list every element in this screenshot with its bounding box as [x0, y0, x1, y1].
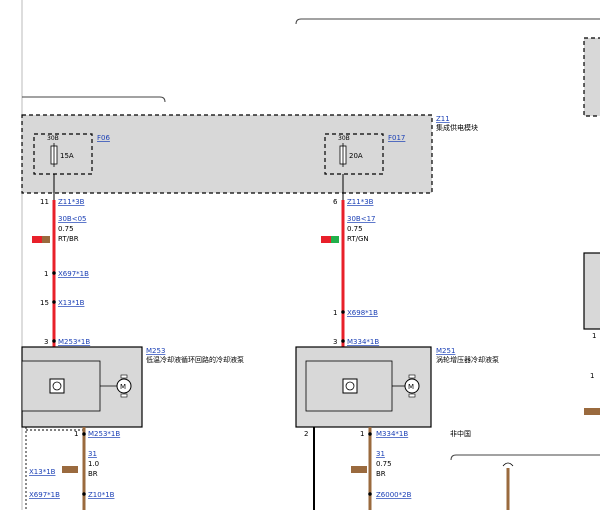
left-ground-swatch — [62, 466, 78, 473]
right-ground-code[interactable]: 31 — [376, 450, 385, 458]
left-out-pin: 1 — [74, 430, 78, 438]
svg-text:M: M — [120, 383, 126, 391]
left-component-id[interactable]: M253 — [146, 347, 165, 355]
right-ground-gauge: 0.75 — [376, 460, 392, 468]
right-ground-swatch — [351, 466, 367, 473]
module-name: 集成供电模块 — [436, 123, 478, 132]
right-color-code: RT/GN — [347, 235, 369, 243]
right-out-pin-b: 1 — [360, 430, 364, 438]
right-component-name: 涡轮增压器冷却液泵 — [436, 355, 499, 364]
right-ground-color: BR — [376, 470, 386, 478]
right-c3-pin: 3 — [333, 338, 337, 346]
right-wire-code[interactable]: 30B<17 — [347, 215, 375, 223]
fuse-f06-id[interactable]: F06 — [97, 134, 110, 142]
left-c1-pin: 1 — [44, 270, 48, 278]
fuse-f06-rating: 15A — [60, 152, 74, 160]
partial-component-edge — [583, 252, 600, 330]
right-ground-connector[interactable]: Z6000*2B — [376, 491, 412, 499]
region-note: 非中国 — [450, 429, 471, 438]
left-out-connector[interactable]: M253*1B — [88, 430, 120, 438]
right-out-connector[interactable]: M334*1B — [376, 430, 408, 438]
left-c1[interactable]: X697*1B — [58, 270, 89, 278]
pump-icon-2 — [342, 378, 358, 394]
left-component-name: 低温冷却液循环回路的冷却液泵 — [146, 355, 244, 364]
fuse-f06-pin-label: 30B — [47, 135, 59, 142]
fuse-f017-rating: 20A — [349, 152, 363, 160]
right-pin-top: 6 — [333, 198, 338, 206]
left-ground-gauge: 1.0 — [88, 460, 99, 468]
left-c2[interactable]: X13*1B — [58, 299, 85, 307]
edge-pin-2: 1 — [590, 372, 594, 380]
right-swatch-red — [321, 236, 331, 243]
right-c1-pin: 1 — [333, 309, 337, 317]
left-side1[interactable]: X13*1B — [29, 468, 56, 476]
left-c3[interactable]: M253*1B — [58, 338, 90, 346]
left-c2-pin: 15 — [40, 299, 49, 307]
fuse-f017-box — [324, 133, 384, 175]
svg-text:M: M — [408, 383, 414, 391]
module-z11-box — [21, 114, 433, 194]
fuse-f017-pin-label: 30B — [338, 135, 350, 142]
module-id[interactable]: Z11 — [436, 115, 450, 123]
right-gauge: 0.75 — [347, 225, 363, 233]
left-color-code: RT/BR — [58, 235, 79, 243]
left-connector-top[interactable]: Z11*3B — [58, 198, 85, 206]
partial-module-edge — [583, 37, 600, 117]
left-wire-code[interactable]: 30B<05 — [58, 215, 86, 223]
right-component-id[interactable]: M251 — [436, 347, 455, 355]
left-side2[interactable]: X697*1B — [29, 491, 60, 499]
pump-icon — [49, 378, 65, 394]
left-ground-code[interactable]: 31 — [88, 450, 97, 458]
frame-top-right — [295, 18, 600, 25]
fuse-f06-box — [33, 133, 93, 175]
left-pin-top: 11 — [40, 198, 49, 206]
edge-pin: 1 — [592, 332, 596, 340]
edge-color-swatch — [584, 408, 600, 415]
right-c1[interactable]: X698*1B — [347, 309, 378, 317]
frame-bottom-right — [450, 454, 600, 461]
left-ground-color: BR — [88, 470, 98, 478]
right-c3[interactable]: M334*1B — [347, 338, 379, 346]
frame-top-left — [22, 96, 166, 103]
right-out-pin-a: 2 — [304, 430, 308, 438]
left-swatch-brown — [42, 236, 50, 243]
fuse-f017-id[interactable]: F017 — [388, 134, 405, 142]
left-gauge: 0.75 — [58, 225, 74, 233]
left-c3-pin: 3 — [44, 338, 48, 346]
left-ground-connector[interactable]: Z10*1B — [88, 491, 115, 499]
left-swatch-red — [32, 236, 42, 243]
right-connector-top[interactable]: Z11*3B — [347, 198, 374, 206]
right-swatch-green — [331, 236, 339, 243]
